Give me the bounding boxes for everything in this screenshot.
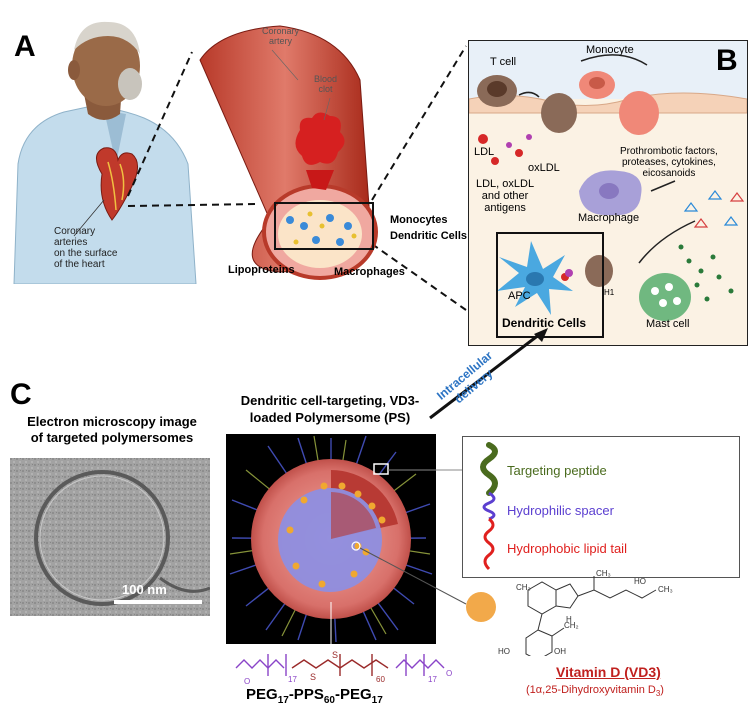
th1-label: H1 <box>604 288 615 297</box>
lipoproteins-label: Lipoproteins <box>228 264 295 276</box>
mast-cell-label: Mast cell <box>646 318 690 330</box>
polymer-label: PEG17-PPS60-PEG17 <box>246 686 383 706</box>
macrophages-label: Macrophages <box>334 266 405 278</box>
dendritic-cells-label: Dendritic Cells <box>390 230 468 242</box>
svg-text:CH₃: CH₃ <box>658 585 673 594</box>
svg-text:CH₃: CH₃ <box>516 583 531 592</box>
svg-text:O: O <box>446 669 452 678</box>
svg-text:OH: OH <box>554 647 566 656</box>
svg-text:O: O <box>244 677 250 686</box>
polymersome-render <box>226 434 436 644</box>
svg-text:S: S <box>332 650 338 660</box>
prothrombotic-label: Prothrombotic factors, proteases, cytoki… <box>620 146 718 179</box>
vitamin-d-subtitle: (1α,25-Dihydroxyvitamin D3) <box>526 684 664 699</box>
ldl-label: LDL <box>474 146 495 158</box>
svg-text:S: S <box>310 672 316 682</box>
svg-text:CH₂: CH₂ <box>564 621 579 630</box>
legend-targeting: Targeting peptide <box>507 463 607 478</box>
macrophage-label: Macrophage <box>578 212 640 224</box>
polymer-structure: O 17 S S 60 17 O <box>235 650 452 686</box>
blood-clot-label: Blood clot <box>314 74 338 94</box>
monocyte-label: Monocyte <box>586 44 634 56</box>
oxldl-label: oxLDL <box>528 162 560 174</box>
svg-text:60: 60 <box>376 675 385 684</box>
vd3-structure: CH₃ HO CH₃ CH₃ H CH₂ HO OH <box>498 570 673 656</box>
patient-illustration <box>13 21 197 284</box>
monocytes-label: Monocytes <box>390 214 448 226</box>
panel-b-letter: B <box>716 44 738 77</box>
svg-text:H: H <box>566 615 572 624</box>
t-cell-label: T cell <box>490 56 517 68</box>
svg-text:CH₃: CH₃ <box>596 570 611 578</box>
vitamin-d-title: Vitamin D (VD3) <box>556 664 661 680</box>
panel-b-frame <box>468 40 748 346</box>
coronary-artery-label: Coronary artery <box>262 26 300 46</box>
em-image <box>10 458 210 616</box>
svg-text:HO: HO <box>498 647 510 656</box>
vd3-sphere <box>466 592 496 622</box>
panel-c-letter: C <box>10 378 32 411</box>
dendritic-cells-box-label: Dendritic Cells <box>502 316 587 330</box>
svg-text:17: 17 <box>288 675 297 684</box>
artery-illustration <box>199 25 378 280</box>
ligand-glyph <box>480 442 498 571</box>
ps-title: Dendritic cell-targeting, VD3- loaded Po… <box>240 393 420 425</box>
svg-text:17: 17 <box>428 675 437 684</box>
panel-a-letter: A <box>14 30 36 63</box>
heart-caption: Coronary arteries on the surface of the … <box>54 226 118 270</box>
plaque-zoom-box <box>274 202 374 250</box>
scale-bar-label: 100 nm <box>122 582 167 597</box>
em-title: Electron microscopy image of targeted po… <box>27 414 197 445</box>
legend-lipid: Hydrophobic lipid tail <box>507 541 627 556</box>
ldl-description: LDL, oxLDL and other antigens <box>476 178 535 214</box>
apc-label: APC <box>508 290 531 302</box>
component-legend: Targeting peptide Hydrophilic spacer Hyd… <box>462 436 740 578</box>
svg-text:HO: HO <box>634 577 646 586</box>
dendritic-cells-box <box>496 232 604 338</box>
legend-spacer: Hydrophilic spacer <box>507 503 614 518</box>
panel-b-illustration <box>469 41 747 321</box>
